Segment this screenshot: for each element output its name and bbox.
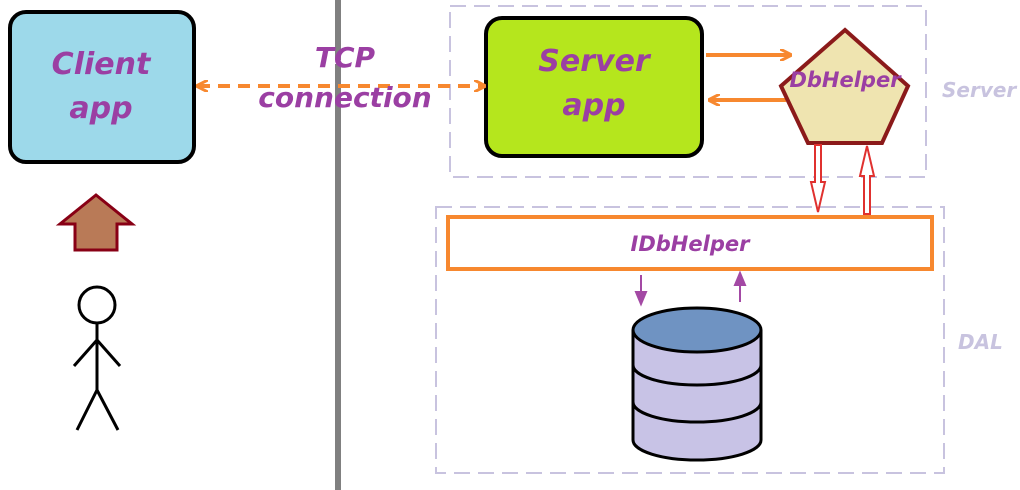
- server-zone-label: Server: [942, 78, 1017, 102]
- server-app-label-line1: Server: [538, 44, 650, 79]
- tcp-connection-label: TCP connection: [245, 38, 445, 118]
- dbhelper-down-arrow: [809, 144, 827, 213]
- dal-zone-label: DAL: [958, 330, 1003, 354]
- idbhelper-bar: [446, 215, 934, 271]
- dal-zone: [435, 206, 945, 474]
- server-app-box: [484, 16, 704, 158]
- tcp-label-line2: connection: [258, 81, 432, 114]
- client-app-label-line2: app: [69, 91, 133, 126]
- db-to-idbhelper-arrow: [733, 270, 747, 302]
- dbhelper-pentagon: [778, 27, 911, 145]
- tcp-label-line1: TCP: [314, 41, 376, 74]
- client-app-box: [8, 10, 196, 164]
- server-app-label: Server app: [486, 40, 702, 128]
- client-app-label-line1: Client: [51, 47, 151, 82]
- dbhelper-label: DbHelper: [789, 68, 901, 92]
- dbhelper-up-arrow: [858, 145, 876, 215]
- user-up-arrow: [55, 193, 137, 252]
- server-app-label-line2: app: [562, 88, 626, 123]
- idbhelper-to-db-arrow: [634, 275, 648, 307]
- user-stick-figure: [72, 285, 122, 431]
- client-app-label: Client app: [10, 43, 192, 131]
- database-icon: [631, 306, 763, 462]
- idbhelper-label: IDbHelper: [630, 232, 750, 256]
